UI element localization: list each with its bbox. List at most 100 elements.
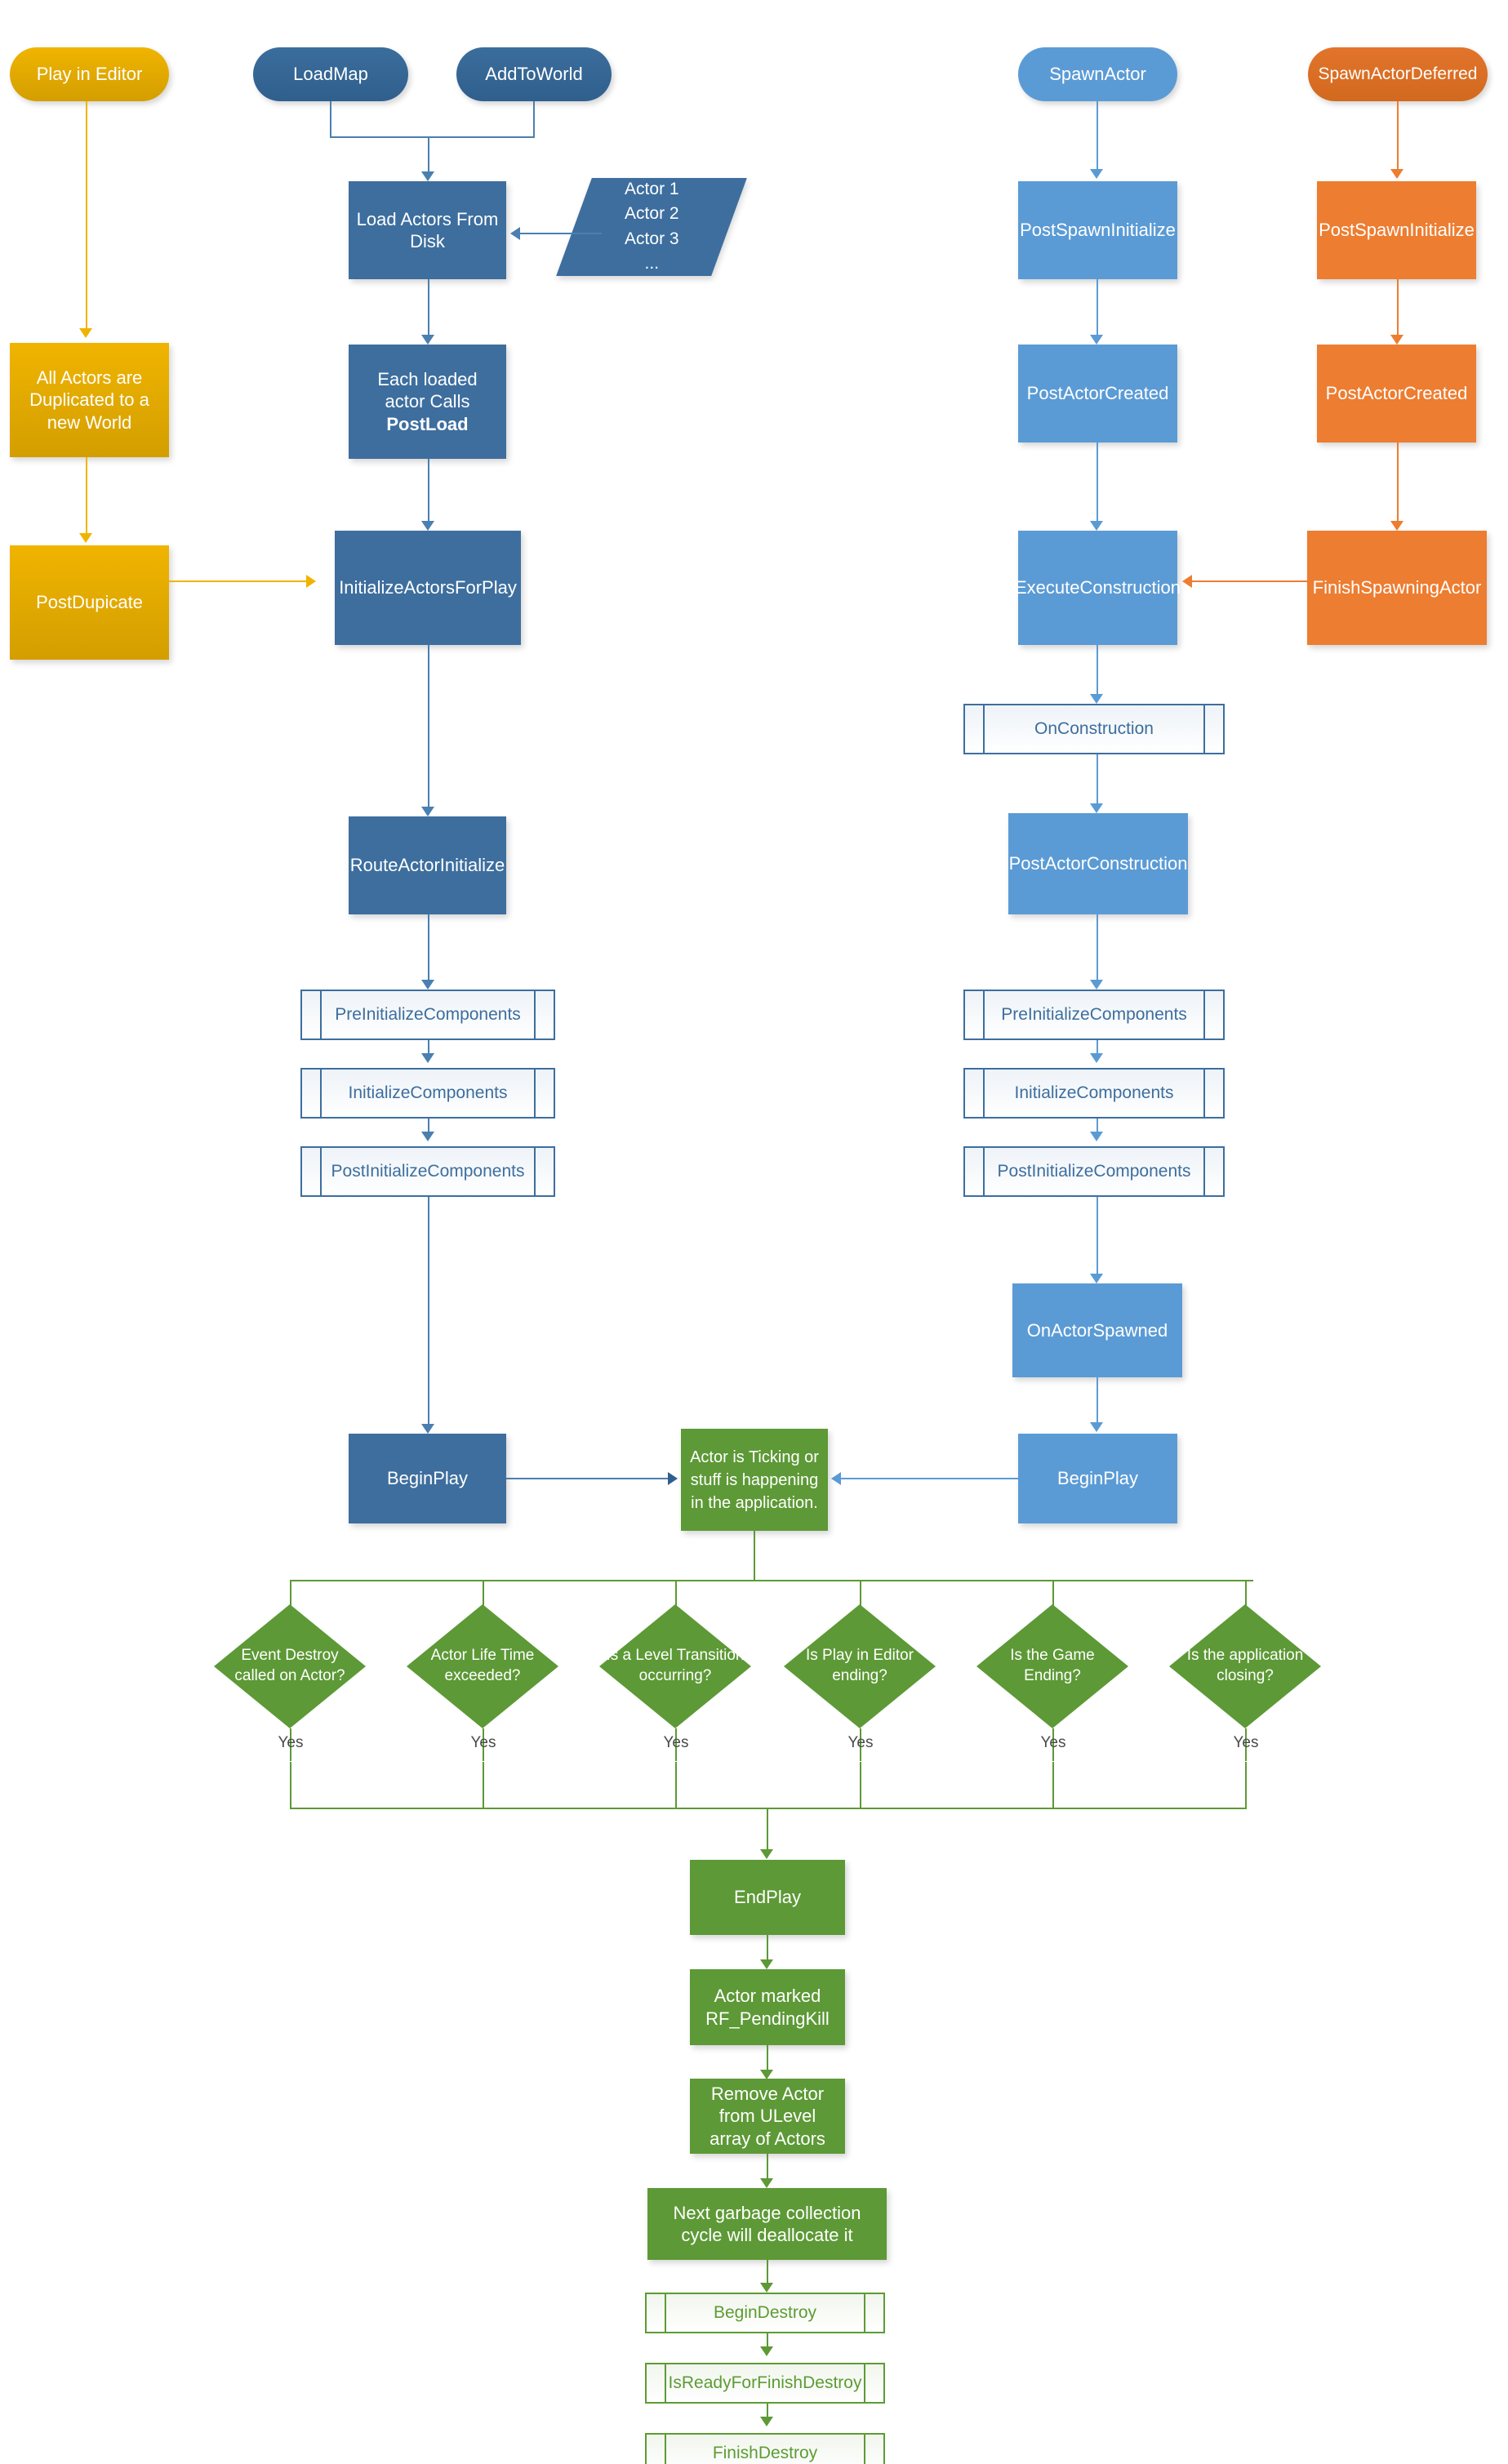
connector-remove-to-gc (767, 2154, 768, 2180)
edge-label-yes-4: Yes (847, 1734, 874, 1751)
edge-label-yes-2: Yes (470, 1734, 496, 1751)
arrow-postactorconstruction-down (1090, 980, 1103, 990)
connector-onconstruction-to-postactor (1097, 754, 1098, 805)
arrow-onconstruction-to-postactor (1090, 803, 1103, 813)
edge-label-yes-6: Yes (1233, 1734, 1259, 1751)
actor-list-item-3: Actor 3 (624, 229, 679, 248)
arrow-spawnactor-2 (1090, 335, 1103, 345)
arrow-postload-down (421, 521, 434, 531)
arrow-onactorspawned-to-beginplay (1090, 1422, 1103, 1432)
node-preinitializecomponents-left[interactable]: PreInitializeComponents (300, 990, 555, 1040)
node-preinitializecomponents-right[interactable]: PreInitializeComponents (963, 990, 1225, 1040)
connector-merge-bar (330, 136, 535, 138)
connector-spawnactor-1 (1097, 101, 1098, 171)
connector-yes-1 (290, 1728, 291, 1761)
node-postspawninitialize-blue[interactable]: PostSpawnInitialize (1018, 181, 1177, 279)
node-actor-marked-pendingkill[interactable]: Actor marked RF_PendingKill (690, 1969, 845, 2045)
postload-text: Each loaded actor Calls PostLoad (355, 368, 500, 436)
node-routeactorinitialize[interactable]: RouteActorInitialize (349, 816, 506, 914)
connector-init-to-post-left (428, 1119, 429, 1133)
arrow-remove-to-gc (760, 2178, 773, 2188)
arrow-bus-to-endplay (760, 1849, 773, 1859)
arrow-merge-down (421, 171, 434, 181)
actor-list-item-2: Actor 2 (624, 204, 679, 224)
node-postinitializecomponents-left[interactable]: PostInitializeComponents (300, 1146, 555, 1197)
connector-ticking-down (754, 1531, 755, 1581)
decision-application-closing[interactable]: Is the application closing? (1169, 1604, 1321, 1728)
node-postactorcreated-blue[interactable]: PostActorCreated (1018, 345, 1177, 443)
node-begindestroy[interactable]: BeginDestroy (645, 2293, 885, 2333)
connector-endplay-to-pendingkill (767, 1935, 768, 1961)
connector-yes-3 (675, 1728, 677, 1761)
node-beginplay-left[interactable]: BeginPlay (349, 1434, 506, 1523)
node-postinitializecomponents-right[interactable]: PostInitializeComponents (963, 1146, 1225, 1197)
edge-label-yes-5: Yes (1040, 1734, 1066, 1751)
arrow-postinit-to-onactorspawned (1090, 1274, 1103, 1283)
node-play-in-editor[interactable]: Play in Editor (10, 47, 169, 101)
decision-play-in-editor-ending[interactable]: Is Play in Editor ending? (784, 1604, 936, 1728)
arrow-loadactors-down (421, 335, 434, 345)
node-postduplicate[interactable]: PostDupicate (10, 545, 169, 660)
connector-postinit-to-onactorspawned (1097, 1197, 1098, 1275)
node-next-gc-cycle[interactable]: Next garbage collection cycle will deall… (647, 2188, 887, 2260)
node-isreadyforfinishdestroy[interactable]: IsReadyForFinishDestroy (645, 2363, 885, 2404)
node-spawnactordeferred[interactable]: SpawnActorDeferred (1308, 47, 1488, 101)
connector-yes-4 (860, 1728, 861, 1761)
connector-editor-2 (86, 457, 87, 535)
connector-postduplicate-to-init (169, 580, 308, 582)
node-finishspawningactor[interactable]: FinishSpawningActor (1307, 531, 1487, 645)
node-remove-actor-from-ulevel[interactable]: Remove Actor from ULevel array of Actors (690, 2079, 845, 2154)
node-onconstruction[interactable]: OnConstruction (963, 704, 1225, 754)
postload-bold: PostLoad (386, 413, 469, 434)
arrow-actorlist-to-load (510, 227, 520, 240)
connector-beginplay-left-to-ticking (506, 1478, 669, 1479)
connector-onactorspawned-to-beginplay (1097, 1377, 1098, 1424)
connector-yes-3b (675, 1762, 677, 1809)
node-postactorcreated-orange[interactable]: PostActorCreated (1317, 345, 1476, 443)
node-initializeactorsforplay[interactable]: InitializeActorsForPlay (335, 531, 521, 645)
node-endplay[interactable]: EndPlay (690, 1860, 845, 1935)
node-postactorconstruction[interactable]: PostActorConstruction (1008, 813, 1188, 914)
node-onactorspawned[interactable]: OnActorSpawned (1012, 1283, 1182, 1377)
node-finishdestroy[interactable]: FinishDestroy (645, 2433, 885, 2464)
node-addtoworld[interactable]: AddToWorld (456, 47, 612, 101)
node-initializecomponents-left[interactable]: InitializeComponents (300, 1068, 555, 1119)
connector-loadactors-down (428, 279, 429, 336)
arrow-begindestroy-to-isready (760, 2346, 773, 2356)
connector-pendingkill-to-remove (767, 2045, 768, 2071)
connector-beginplay-right-to-ticking (839, 1478, 1019, 1479)
node-executeconstruction[interactable]: ExecuteConstruction (1015, 531, 1181, 645)
connector-deferred-3 (1397, 443, 1399, 523)
decision-actor-lifetime[interactable]: Actor Life Time exceeded? (407, 1604, 558, 1728)
connector-addtoworld-stem (533, 101, 535, 138)
connector-yes-2 (483, 1728, 484, 1761)
connector-yes-4b (860, 1762, 861, 1809)
connector-pre-to-init-left (428, 1040, 429, 1055)
connector-loadmap-stem (330, 101, 331, 138)
actor-list-item-4: ... (644, 254, 659, 274)
connector-yes-5 (1052, 1728, 1054, 1761)
node-initializecomponents-right[interactable]: InitializeComponents (963, 1068, 1225, 1119)
node-postspawninitialize-orange[interactable]: PostSpawnInitialize (1317, 181, 1476, 279)
connector-actorlist-to-load (520, 233, 602, 234)
node-each-loaded-actor-postload[interactable]: Each loaded actor Calls PostLoad (349, 345, 506, 459)
connector-bus-to-endplay (767, 1808, 768, 1852)
node-load-actors-from-disk[interactable]: Load Actors From Disk (349, 181, 506, 279)
node-spawnactor[interactable]: SpawnActor (1018, 47, 1177, 101)
decision-game-ending[interactable]: Is the Game Ending? (976, 1604, 1128, 1728)
connector-yes-1b (290, 1762, 291, 1809)
decision-level-transition[interactable]: Is a Level Transition occurring? (599, 1604, 751, 1728)
node-actor-list: Actor 1 Actor 2 Actor 3 ... (556, 178, 747, 276)
arrow-isready-to-finishdestroy (760, 2417, 773, 2426)
connector-postload-down (428, 459, 429, 523)
node-loadmap[interactable]: LoadMap (253, 47, 408, 101)
node-actor-is-ticking[interactable]: Actor is Ticking or stuff is happening i… (681, 1429, 828, 1531)
arrow-pendingkill-to-remove (760, 2070, 773, 2079)
decision-event-destroy[interactable]: Event Destroy called on Actor? (214, 1604, 366, 1728)
arrow-beginplay-right-to-ticking (831, 1472, 841, 1485)
node-beginplay-right[interactable]: BeginPlay (1018, 1434, 1177, 1523)
connector-spawnactor-2 (1097, 279, 1098, 336)
arrow-pre-to-init-right (1090, 1053, 1103, 1063)
node-all-actors-duplicated[interactable]: All Actors are Duplicated to a new World (10, 343, 169, 457)
connector-decision-bus-top (290, 1580, 1253, 1581)
